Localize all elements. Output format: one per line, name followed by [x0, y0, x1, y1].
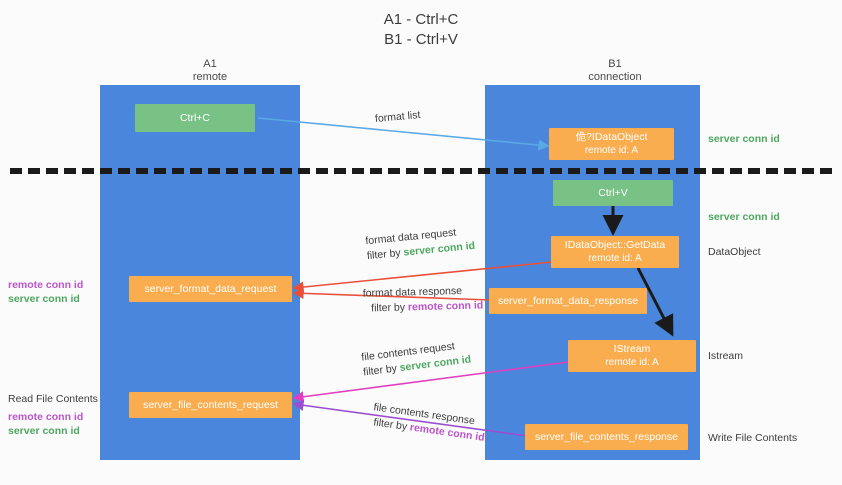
box-istream[interactable]: IStream remote id: A: [568, 340, 696, 372]
box-server-file-contents-request[interactable]: server_file_contents_request: [129, 392, 292, 418]
page-title: A1 - Ctrl+C B1 - Ctrl+V: [383, 11, 459, 48]
box-idataobject-getdata[interactable]: IDataObject::GetData remote id: A: [551, 236, 679, 268]
box-server-file-contents-response-label: server_file_contents_response: [534, 430, 678, 443]
annotation-dataobject: DataObject: [708, 246, 761, 258]
annotation-remote-conn-id-2: remote conn id: [8, 411, 84, 423]
annotation-read-file-contents: Read File Contents: [8, 393, 98, 405]
box-ctrl-c[interactable]: Ctrl+C: [135, 104, 255, 132]
arrow-format-data-request: [292, 261, 553, 293]
box-istream-label: IStream: [613, 343, 651, 355]
arrow-format-list: [257, 117, 550, 151]
edge-label-format-data-response: format data response filter by remote co…: [363, 283, 484, 316]
arrow-file-contents-request: [292, 361, 569, 403]
box-ctrl-v-label: Ctrl+V: [598, 186, 628, 199]
box-get-idataobject-sub: remote id: A: [584, 145, 639, 156]
box-get-idataobject-label: 佹?IDataObject: [575, 131, 648, 143]
filter-prefix: filter by: [366, 246, 405, 263]
box-server-file-contents-request-label: server_file_contents_request: [143, 398, 278, 411]
box-get-idataobject[interactable]: 佹?IDataObject remote id: A: [549, 128, 674, 160]
box-istream-sub: remote id: A: [605, 357, 659, 368]
annotation-write-file-contents: Write File Contents: [708, 432, 798, 444]
annotation-conn-ids-format: remote conn id server conn id: [8, 278, 83, 306]
arrow-file-contents-response: [292, 399, 529, 437]
arrow-format-data-response: [292, 287, 491, 301]
edge-label-format-list-text: format list: [374, 109, 421, 125]
box-server-format-data-request-label: server_format_data_request: [144, 282, 277, 295]
filter-prefix: filter by: [371, 301, 409, 315]
annotation-server-conn-id-2: server conn id: [708, 211, 780, 223]
box-server-format-data-response[interactable]: server_format_data_response: [489, 288, 647, 314]
annotation-conn-ids-file: remote conn id server conn id: [8, 410, 83, 438]
filter-target-remote-conn-id: remote conn id: [407, 299, 484, 314]
box-ctrl-v[interactable]: Ctrl+V: [553, 180, 673, 206]
edge-label-format-data-response-filter: filter by remote conn id: [363, 298, 483, 316]
box-server-file-contents-response[interactable]: server_file_contents_response: [525, 424, 688, 450]
annotation-remote-conn-id-1: remote conn id: [8, 279, 84, 291]
lane-header-a1: A1 remote: [192, 58, 228, 83]
box-ctrl-c-label: Ctrl+C: [179, 111, 211, 124]
box-server-format-data-request[interactable]: server_format_data_request: [129, 276, 292, 302]
box-idataobject-getdata-sub: remote id: A: [588, 253, 642, 264]
box-idataobject-getdata-label: IDataObject::GetData: [564, 239, 666, 251]
annotation-server-conn-id-3: server conn id: [8, 293, 80, 305]
filter-prefix: filter by: [362, 362, 401, 379]
annotation-server-conn-id-4: server conn id: [8, 425, 80, 437]
box-server-format-data-response-label: server_format_data_response: [497, 294, 639, 307]
lane-header-b1: B1 connection: [588, 58, 642, 83]
annotation-istream: Istream: [708, 350, 744, 362]
annotation-server-conn-id-1: server conn id: [708, 133, 780, 145]
filter-prefix: filter by: [372, 416, 411, 434]
arrow-getdata-to-istream: [636, 267, 674, 337]
dashed-separator: [10, 168, 832, 174]
